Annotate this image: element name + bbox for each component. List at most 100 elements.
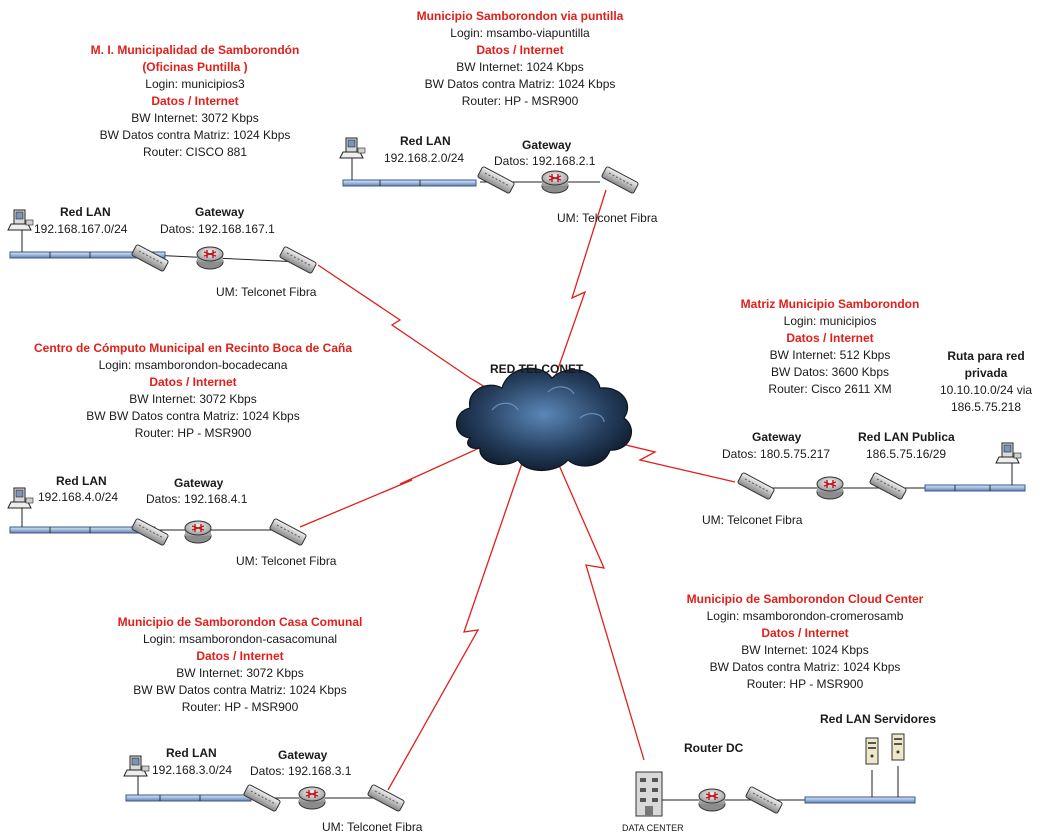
private-route-note: Ruta para red privada 10.10.10.0/24 via … bbox=[930, 348, 1042, 416]
switch-icon bbox=[242, 783, 282, 813]
lan-bar bbox=[125, 794, 252, 802]
bw-datos: BW Datos: 3600 Kbps bbox=[770, 365, 890, 379]
site-info-boca-de-cana: Centro de Cómputo Municipal en Recinto B… bbox=[0, 340, 386, 442]
section-title: Datos / Internet bbox=[149, 375, 237, 389]
data-center-icon bbox=[635, 771, 663, 817]
site-info-matriz: Matriz Municipio Samborondon Login: muni… bbox=[722, 296, 938, 398]
router-model: Router: HP - MSR900 bbox=[181, 700, 299, 714]
gateway-title: Gateway bbox=[278, 748, 328, 762]
login: Login: msamborondon-cromerosamb bbox=[706, 609, 904, 623]
um-label: UM: Telconet Fibra bbox=[216, 285, 317, 299]
bw-datos: BW BW Datos contra Matriz: 1024 Kbps bbox=[86, 409, 300, 423]
router-model: Router: Cisco 2611 XM bbox=[768, 382, 892, 396]
lan-title: Red LAN Publica bbox=[858, 430, 955, 444]
site-casa-comunal-equipment bbox=[123, 755, 406, 813]
switch-icon bbox=[366, 783, 406, 813]
switch-icon bbox=[130, 243, 170, 273]
switch-icon bbox=[736, 471, 776, 501]
switch-icon bbox=[868, 471, 908, 501]
lan-bar bbox=[9, 251, 166, 259]
um-label: UM: Telconet Fibra bbox=[557, 211, 658, 225]
pc-icon bbox=[7, 209, 34, 231]
lan-title: Red LAN bbox=[60, 205, 111, 219]
switch-icon bbox=[268, 517, 308, 547]
router-dc-title: Router DC bbox=[684, 741, 744, 755]
lan-bar bbox=[804, 796, 916, 804]
bw-internet: BW Internet: 3072 Kbps bbox=[131, 111, 259, 125]
gateway-ip: Datos: 192.168.167.1 bbox=[160, 222, 275, 236]
switch-icon bbox=[476, 165, 516, 195]
router-icon bbox=[541, 170, 569, 194]
route-title: Ruta para red bbox=[947, 349, 1025, 363]
bw-internet: BW Internet: 1024 Kbps bbox=[741, 643, 869, 657]
gateway-title: Gateway bbox=[195, 205, 245, 219]
login: Login: msamborondon-casacomunal bbox=[142, 632, 338, 646]
bw-datos: BW Datos contra Matriz: 1024 Kbps bbox=[709, 660, 901, 674]
um-label: UM: Telconet Fibra bbox=[322, 820, 423, 834]
gateway-ip: Datos: 192.168.4.1 bbox=[146, 492, 248, 506]
site-title: Municipio de Samborondon Cloud Center bbox=[686, 592, 924, 606]
lan-network: 192.168.2.0/24 bbox=[384, 151, 465, 165]
site-oficinas-puntilla-equipment bbox=[7, 209, 318, 275]
bw-internet: BW Internet: 3072 Kbps bbox=[176, 666, 304, 680]
switch-icon bbox=[278, 245, 318, 275]
route-title-line2: privada bbox=[964, 366, 1008, 380]
site-matriz-equipment bbox=[736, 442, 1026, 501]
router-model: Router: HP - MSR900 bbox=[134, 426, 252, 440]
um-label: UM: Telconet Fibra bbox=[236, 554, 337, 568]
login: Login: municipios3 bbox=[145, 77, 245, 91]
section-title: Datos / Internet bbox=[151, 94, 239, 108]
cloud-title: RED TELCONET bbox=[490, 362, 584, 376]
site-title: Municipio de Samborondon Casa Comunal bbox=[117, 615, 363, 629]
bw-internet: BW Internet: 512 Kbps bbox=[769, 348, 891, 362]
site-info-oficinas-puntilla: M. I. Municipalidad de Samborondón (Ofic… bbox=[60, 42, 330, 161]
data-center-label: DATA CENTER bbox=[622, 823, 684, 833]
site-cloud-center-equipment bbox=[635, 733, 916, 817]
server-icon bbox=[865, 737, 879, 765]
gateway-ip: Datos: 180.5.75.217 bbox=[722, 447, 831, 461]
section-title: Datos / Internet bbox=[476, 43, 564, 57]
lan-network: 186.5.75.16/29 bbox=[866, 447, 947, 461]
gateway-ip: Datos: 192.168.2.1 bbox=[494, 154, 596, 168]
link-via-puntilla bbox=[539, 189, 607, 421]
pc-icon bbox=[995, 442, 1022, 464]
section-title: Datos / Internet bbox=[761, 626, 849, 640]
lan-bar bbox=[342, 179, 477, 187]
site-info-casa-comunal: Municipio de Samborondon Casa Comunal Lo… bbox=[90, 614, 390, 716]
bw-internet: BW Internet: 1024 Kbps bbox=[456, 60, 584, 74]
um-label: UM: Telconet Fibra bbox=[702, 513, 803, 527]
router-model: Router: CISCO 881 bbox=[142, 145, 248, 159]
lan-title: Red LAN bbox=[400, 134, 451, 148]
site-title: Municipio Samborondon via puntilla bbox=[416, 9, 624, 23]
lan-network: 192.168.167.0/24 bbox=[34, 222, 128, 236]
site-via-puntilla-equipment bbox=[339, 137, 640, 195]
router-icon bbox=[698, 788, 726, 812]
route-network: 10.10.10.0/24 via bbox=[939, 383, 1033, 397]
router-icon bbox=[298, 786, 326, 810]
login: Login: msamborondon-bocadecana bbox=[98, 358, 288, 372]
gateway-ip: Datos: 192.168.3.1 bbox=[250, 764, 352, 778]
bw-datos: BW Datos contra Matriz: 1024 Kbps bbox=[424, 77, 616, 91]
login: Login: msambo-viapuntilla bbox=[450, 26, 590, 40]
site-title-line2: (Oficinas Puntilla ) bbox=[142, 60, 248, 74]
lan-servers-title: Red LAN Servidores bbox=[820, 712, 937, 726]
login: Login: municipios bbox=[783, 314, 877, 328]
gateway-title: Gateway bbox=[752, 430, 802, 444]
pc-icon bbox=[123, 755, 150, 777]
section-title: Datos / Internet bbox=[196, 649, 284, 663]
lan-network: 192.168.4.0/24 bbox=[38, 490, 119, 504]
router-icon bbox=[816, 476, 844, 500]
link-boca-de-cana bbox=[299, 424, 531, 528]
telconet-cloud bbox=[455, 367, 632, 471]
site-title: M. I. Municipalidad de Samborondón bbox=[90, 43, 300, 57]
switch-icon bbox=[744, 785, 784, 815]
lan-title: Red LAN bbox=[56, 474, 107, 488]
site-title: Matriz Municipio Samborondon bbox=[740, 297, 920, 311]
lan-title: Red LAN bbox=[166, 746, 217, 760]
router-icon bbox=[196, 246, 224, 270]
lan-bar bbox=[924, 484, 1026, 492]
router-icon bbox=[184, 520, 212, 544]
gateway-title: Gateway bbox=[522, 138, 572, 152]
switch-icon bbox=[600, 165, 640, 195]
